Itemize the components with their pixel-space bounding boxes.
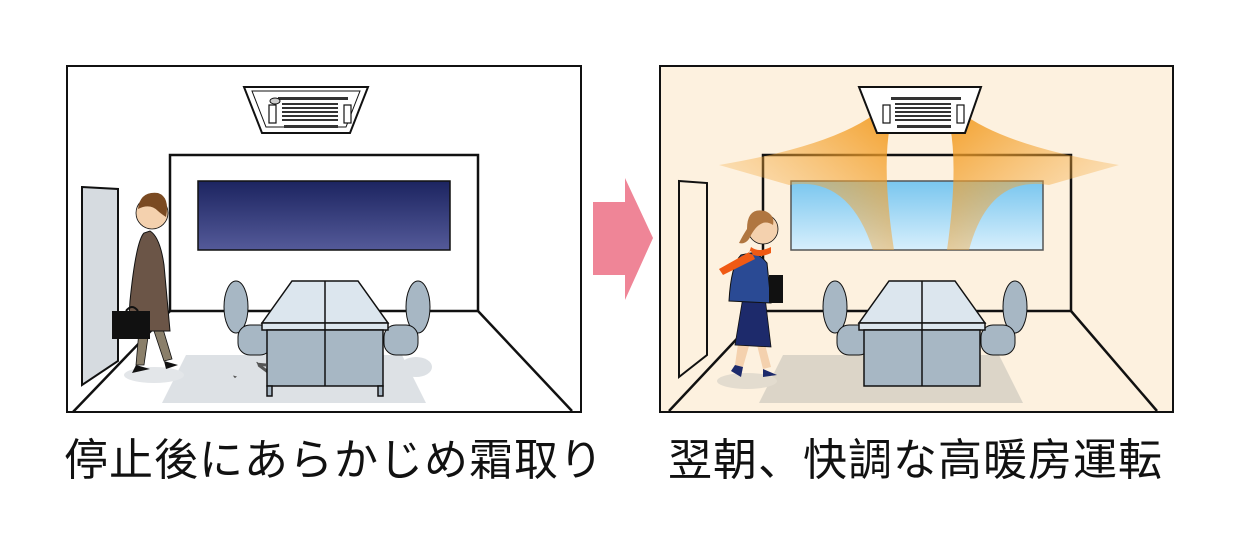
caption-defrost-after-stop: 停止後にあらかじめ霜取り [64, 435, 604, 486]
transition-arrow-icon [593, 178, 653, 300]
conference-table [260, 280, 390, 397]
warm-airflow-left [719, 109, 894, 250]
panel-after [659, 65, 1174, 413]
woman-with-scarf-figure [717, 210, 783, 389]
man-with-briefcase-figure [112, 192, 184, 383]
night-office-illustration [66, 65, 582, 413]
morning-office-illustration [659, 65, 1174, 413]
ceiling-ac-unit-icon [242, 86, 370, 134]
chair-right [383, 280, 432, 377]
ceiling-ac-unit-icon [857, 86, 983, 134]
caption-morning-heating: 翌朝、快調な高暖房運転 [668, 435, 1163, 486]
warm-airflow-right [947, 109, 1119, 250]
window-night [197, 180, 451, 251]
panel-before [66, 65, 582, 413]
